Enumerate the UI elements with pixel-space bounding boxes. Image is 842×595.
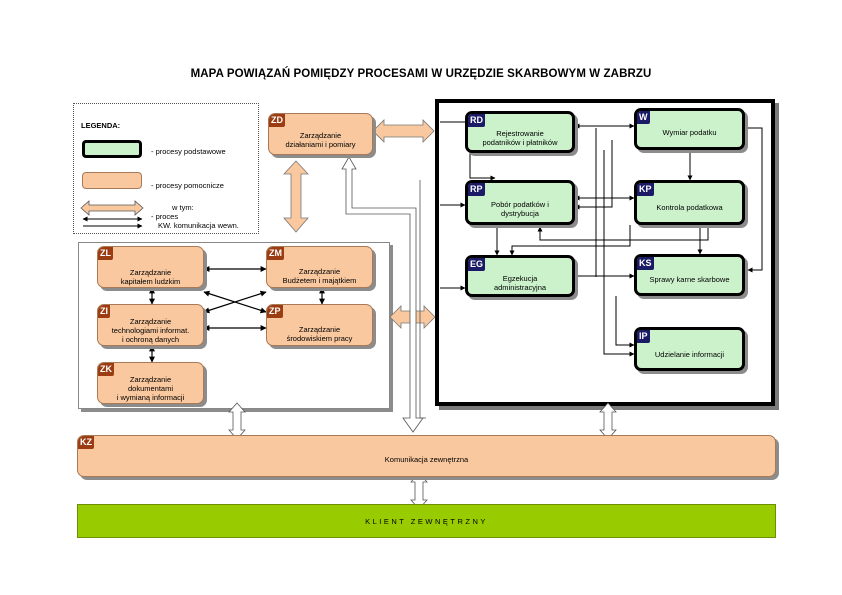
process-code: ZP — [267, 305, 283, 318]
process-zk[interactable]: ZK Zarządzanie dokumentami i wymianą inf… — [97, 362, 204, 404]
process-label-line1: Zarządzanie — [129, 268, 172, 277]
process-label-line1: Udzielanie informacji — [654, 350, 725, 359]
right-kz-wide-arrow-icon — [599, 402, 617, 440]
process-code: EG — [468, 258, 486, 271]
process-label-line1: Sprawy karne skarbowe — [649, 275, 730, 284]
legend-wide-arrow-icon — [80, 200, 144, 216]
legend-support-label: - procesy pomocnicze — [151, 181, 224, 190]
process-label-line1: Pobór podatków i — [491, 200, 549, 209]
process-label-line2: technologiami informat. — [111, 326, 190, 335]
legend-process-label: - proces — [151, 212, 179, 221]
process-label-line2: administracyjna — [493, 283, 547, 292]
process-ks[interactable]: KS Sprawy karne skarbowe — [634, 254, 745, 296]
process-label-line2: podatników i płatników — [482, 138, 558, 147]
legend-including-label: w tym: — [172, 203, 194, 212]
core-kz-comm-arrow-icon — [419, 180, 426, 419]
legend-core-swatch — [82, 140, 142, 158]
process-label-line2: działaniami i pomiary — [285, 140, 356, 149]
process-code: ZK — [98, 363, 114, 376]
legend: LEGENDA: - procesy podstawowe - procesy … — [73, 103, 259, 234]
w-ks-side-arrow — [745, 127, 763, 273]
process-code: ZL — [98, 247, 113, 260]
process-label-line2: kapitałem ludzkim — [120, 277, 181, 286]
zd-core-wide-arrow-icon — [372, 119, 435, 143]
process-label-line1: Zarządzanie — [129, 375, 172, 384]
process-label-line3: i wymianą informacji — [116, 393, 185, 402]
process-kp[interactable]: KP Kontrola podatkowa — [634, 180, 745, 225]
diagram-title: MAPA POWIĄZAŃ POMIĘDZY PROCESAMI W URZĘD… — [190, 68, 652, 80]
process-rp[interactable]: RP Pobór podatków i dystrybucja — [465, 180, 575, 225]
process-eg[interactable]: EG Egzekucja administracyjna — [465, 255, 575, 297]
process-zp[interactable]: ZP Zarządzanie środowiskiem pracy — [266, 304, 373, 346]
process-label-line2: dystrybucja — [501, 209, 539, 218]
process-label-line1: Kontrola podatkowa — [656, 203, 723, 212]
process-rd[interactable]: RD Rejestrowanie podatników i płatników — [465, 111, 575, 153]
process-ip[interactable]: IP Udzielanie informacji — [634, 327, 745, 371]
process-code: KP — [637, 183, 654, 196]
process-code: RD — [468, 114, 485, 127]
legend-support-swatch — [82, 172, 142, 189]
process-code: ZI — [98, 305, 110, 318]
process-label-line2: Budżetem i majątkiem — [282, 276, 357, 285]
process-zl[interactable]: ZL Zarządzanie kapitałem ludzkim — [97, 246, 204, 288]
zi-zm-cross-arrow — [203, 290, 267, 314]
zd-support-wide-arrow-icon — [283, 160, 309, 233]
kp-eg-arrow — [509, 225, 631, 256]
external-client-label: KLIENT ZEWNĘTRZNY — [365, 517, 488, 526]
process-label-line1: Wymiar podatku — [662, 128, 717, 137]
process-label-line1: Zarządzanie — [299, 131, 342, 140]
process-code: RP — [468, 183, 485, 196]
kp-rp-return-arrow — [537, 225, 709, 241]
zd-kz-comm-arrow-icon — [341, 156, 424, 433]
process-code: ZD — [269, 114, 285, 127]
process-zi[interactable]: ZI Zarządzanie technologiami informat. i… — [97, 304, 204, 346]
rd-rp-arrow — [469, 152, 496, 181]
process-label-line1: Egzekucja — [502, 274, 538, 283]
ip-feed-arrow — [603, 150, 635, 357]
process-code: ZM — [267, 247, 284, 260]
legend-core-label: - procesy podstawowe — [151, 147, 226, 156]
process-zm[interactable]: ZM Zarządzanie Budżetem i majątkiem — [266, 246, 373, 288]
process-label-line1: Komunikacja zewnętrzna — [384, 455, 469, 464]
process-label-line1: Zarządzanie — [129, 317, 172, 326]
process-label-line1: Zarządzanie — [298, 267, 341, 276]
process-w[interactable]: W Wymiar podatku — [634, 108, 745, 150]
left-kz-wide-arrow-icon — [228, 402, 246, 440]
process-code: KZ — [78, 436, 94, 449]
process-label-line2: środowiskiem pracy — [286, 334, 353, 343]
process-zd[interactable]: ZD Zarządzanie działaniami i pomiary — [268, 113, 373, 155]
process-code: IP — [637, 330, 650, 343]
legend-internal-comm-label: KW. komunikacja wewn. — [158, 221, 239, 230]
process-code: W — [637, 111, 650, 124]
process-label-line1: Zarządzanie — [298, 325, 341, 334]
legend-heading: LEGENDA: — [81, 121, 121, 130]
process-label-line1: Rejestrowanie — [496, 129, 544, 138]
process-label-line2: dokumentami — [127, 384, 174, 393]
external-client-bar: KLIENT ZEWNĘTRZNY — [77, 504, 776, 538]
ks-ip-arrow — [615, 296, 635, 348]
process-kz[interactable]: KZ Komunikacja zewnętrzna — [77, 435, 776, 477]
process-label-line3: i ochroną danych — [121, 335, 180, 344]
process-code: KS — [637, 257, 654, 270]
w-rp-arrow — [574, 140, 613, 210]
